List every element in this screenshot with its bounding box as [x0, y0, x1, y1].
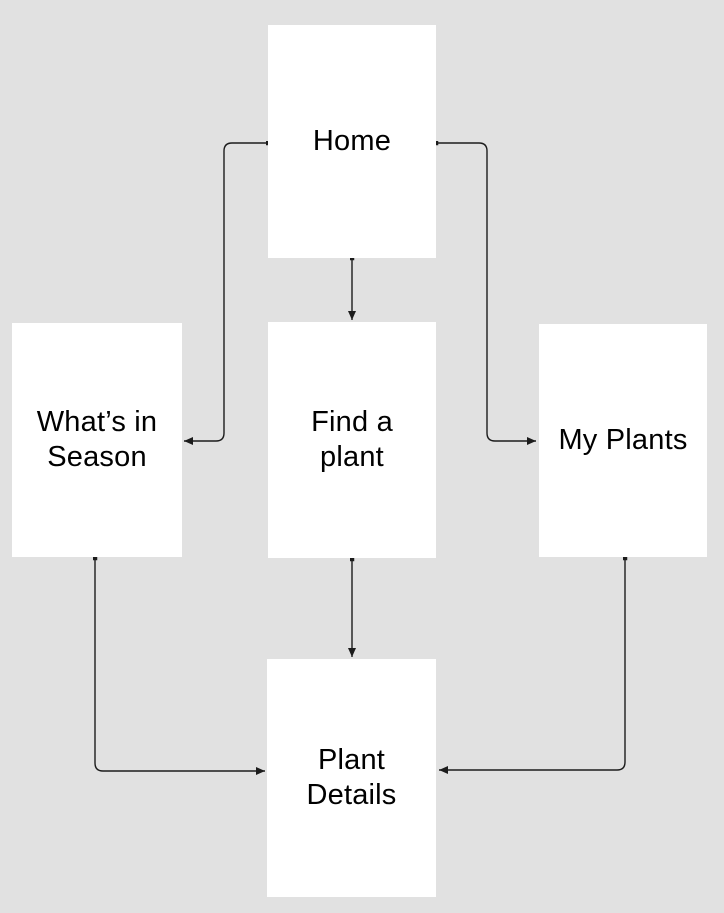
node-whats-in-season-label: What’s in Season: [36, 405, 158, 473]
node-find-a-plant-label: Find a plant: [311, 405, 393, 473]
node-home-label: Home: [312, 124, 392, 157]
node-my-plants-label: My Plants: [558, 423, 688, 456]
node-find-a-plant[interactable]: Find a plant: [268, 322, 436, 558]
edge-home-to-my-plants: [433, 140, 536, 445]
edge-my-plants-to-plant-details: [439, 555, 628, 774]
edge-home-to-whats-in-season: [184, 140, 271, 445]
node-home[interactable]: Home: [268, 25, 436, 258]
node-plant-details-label: Plant Details: [306, 743, 397, 811]
node-whats-in-season[interactable]: What’s in Season: [12, 323, 182, 557]
edge-whats-in-season-to-plant-details: [92, 555, 265, 775]
node-plant-details[interactable]: Plant Details: [267, 659, 436, 897]
node-my-plants[interactable]: My Plants: [539, 324, 707, 557]
